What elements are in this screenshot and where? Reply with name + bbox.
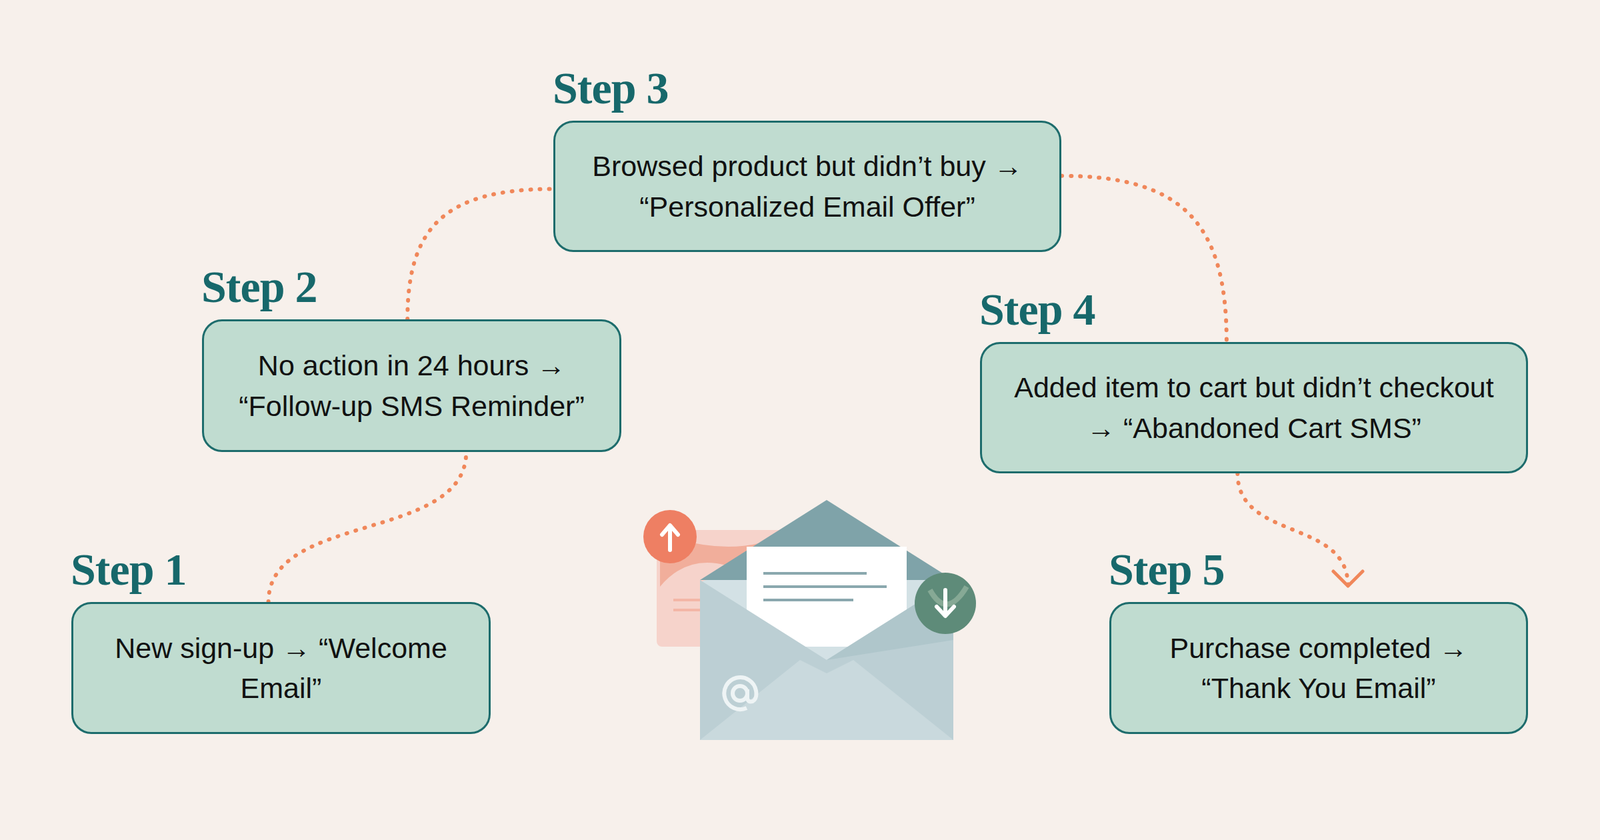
front-envelope: [700, 500, 954, 740]
step-text: Purchase completed → “Thank You Email”: [1111, 628, 1526, 708]
connector-path: [1237, 473, 1348, 586]
dotted-connector: [1237, 473, 1363, 586]
connector-path: [268, 452, 467, 602]
step-text: No action in 24 hours → “Follow-up SMS R…: [204, 345, 620, 426]
at-inner: [732, 686, 748, 701]
letter-line: [763, 585, 887, 588]
at-symbol: [724, 677, 756, 710]
at-outer: [724, 677, 756, 710]
download-badge: [914, 572, 976, 634]
step-text: New sign-up → “Welcome Email”: [73, 628, 489, 708]
step-box: Step 2No action in 24 hours → “Follow-up…: [202, 319, 622, 452]
arrow-head: [1333, 571, 1363, 586]
upload-circle: [643, 510, 697, 564]
connector-path: [407, 188, 554, 320]
download-leaf: [930, 586, 967, 604]
download-circle: [914, 572, 976, 634]
step-heading: Step 2: [201, 264, 317, 310]
dotted-connector: [407, 188, 554, 320]
letter-line: [763, 598, 854, 602]
step-box: Step 1New sign-up → “Welcome Email”: [71, 602, 491, 734]
step-heading: Step 3: [552, 65, 668, 111]
step-heading: Step 5: [1108, 546, 1224, 592]
envelope-bottom-flap: [700, 660, 954, 740]
upload-badge: [643, 510, 697, 564]
letter-line: [763, 572, 867, 575]
download-arrow: [936, 590, 954, 616]
step-heading: Step 4: [979, 286, 1095, 332]
step-box: Step 3Browsed product but didn’t buy → “…: [553, 120, 1062, 252]
step-box: Step 4Added item to cart but didn’t chec…: [980, 342, 1528, 474]
step-box: Step 5Purchase completed → “Thank You Em…: [1109, 602, 1528, 734]
upload-arrow: [662, 525, 678, 550]
step-text: Browsed product but didn’t buy → “Person…: [555, 146, 1060, 226]
back-envelope-line: [673, 608, 700, 612]
step-text: Added item to cart but didn’t checkout →…: [982, 367, 1526, 448]
dotted-connector: [268, 452, 467, 602]
step-heading: Step 1: [70, 546, 186, 592]
